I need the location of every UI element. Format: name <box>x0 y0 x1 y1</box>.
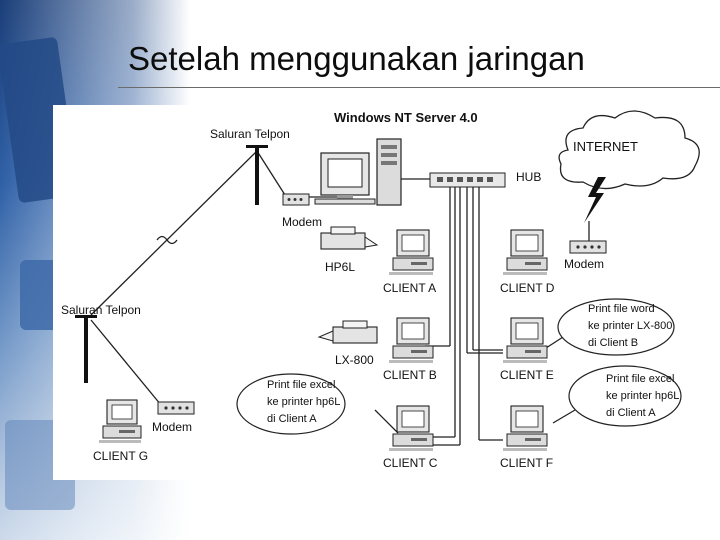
client-a-label: CLIENT A <box>383 282 436 295</box>
note-excel-line-3: di Client A <box>606 407 656 420</box>
client-a-computer-icon <box>389 230 433 275</box>
signal-tilde-icon <box>157 237 177 244</box>
note-word-line-1: Print file word <box>588 303 655 316</box>
server-computer-icon <box>315 139 401 205</box>
note-excel-line-2: ke printer hp6L <box>606 390 679 403</box>
telephone-pole-left-icon <box>75 315 97 383</box>
printer-hp6l-icon <box>321 227 377 249</box>
phone-line-left-label: Saluran Telpon <box>61 304 141 317</box>
printer-lx800-icon <box>319 321 377 343</box>
modem-internet-icon <box>570 241 606 253</box>
modem-server-label: Modem <box>282 216 322 229</box>
phone-line-top-label: Saluran Telpon <box>210 128 290 141</box>
printer-hp6l-label: HP6L <box>325 261 355 274</box>
client-b-computer-icon <box>389 318 433 363</box>
telephone-pole-top-icon <box>246 145 268 205</box>
client-g-label: CLIENT G <box>93 450 148 463</box>
server-label: Windows NT Server 4.0 <box>334 111 478 124</box>
client-f-label: CLIENT F <box>500 457 553 470</box>
printer-lx800-label: LX-800 <box>335 354 374 367</box>
network-diagram: Windows NT Server 4.0 Saluran Telpon INT… <box>53 105 720 480</box>
hub-icon <box>430 173 505 187</box>
note-pointer-left <box>375 410 398 433</box>
modem-client-g-label: Modem <box>152 421 192 434</box>
slide-title: Setelah menggunakan jaringan <box>128 40 585 78</box>
client-c-computer-icon <box>389 406 433 451</box>
client-e-label: CLIENT E <box>500 369 554 382</box>
phone-line-trunk <box>91 151 257 315</box>
modem-server-icon <box>283 194 309 205</box>
note-left-line-3: di Client A <box>267 413 317 426</box>
hub-label: HUB <box>516 171 541 184</box>
internet-label: INTERNET <box>573 140 638 153</box>
note-left-line-1: Print file excel <box>267 379 335 392</box>
phone-line-top-modem <box>257 151 285 195</box>
client-c-label: CLIENT C <box>383 457 437 470</box>
phone-line-left-modem <box>91 320 161 405</box>
client-d-label: CLIENT D <box>500 282 554 295</box>
note-pointer-right-excel <box>553 410 575 423</box>
title-divider <box>118 87 720 88</box>
client-e-computer-icon <box>503 318 547 363</box>
client-d-computer-icon <box>503 230 547 275</box>
modem-internet-label: Modem <box>564 258 604 271</box>
note-word-line-2: ke printer LX-800 <box>588 320 672 333</box>
client-g-computer-icon <box>99 400 141 443</box>
modem-client-g-icon <box>158 402 194 414</box>
note-excel-line-1: Print file excel <box>606 373 674 386</box>
note-word-line-3: di Client B <box>588 337 638 350</box>
client-b-label: CLIENT B <box>383 369 437 382</box>
client-f-computer-icon <box>503 406 547 451</box>
note-left-line-2: ke printer hp6L <box>267 396 340 409</box>
